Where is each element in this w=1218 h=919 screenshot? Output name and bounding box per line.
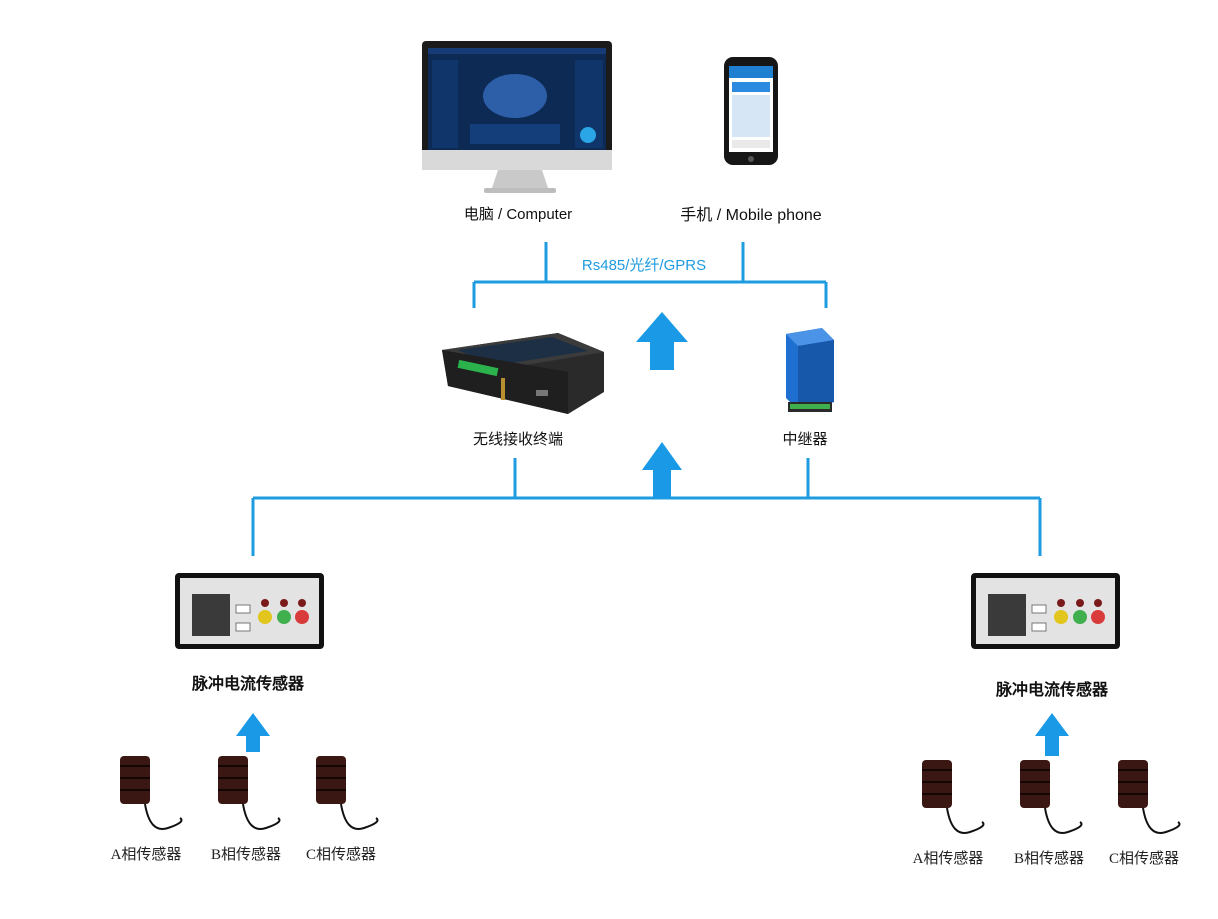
phase-c-right-label: C相传感器 (1108, 851, 1180, 867)
phase-sensor-c-right-icon (1118, 760, 1181, 834)
phase-sensor-a-right-icon (922, 760, 985, 834)
terminal-label: 无线接收终端 (472, 431, 564, 448)
phase-sensor-c-left-icon (316, 756, 379, 830)
pulse-sensor-right-label: 脉冲电流传感器 (995, 682, 1109, 699)
phone-label: 手机 / Mobile phone (680, 207, 822, 224)
phase-a-right-label: A相传感器 (912, 851, 984, 867)
phase-sensor-b-left-icon (218, 756, 281, 830)
pulse-sensor-left-label: 脉冲电流传感器 (191, 676, 305, 693)
up-arrow-left (236, 713, 270, 752)
phase-c-left-label: C相传感器 (305, 847, 377, 863)
protocol-label: Rs485/光纤/GPRS (581, 257, 707, 274)
up-arrow-right (1035, 713, 1069, 756)
phase-b-left-label: B相传感器 (210, 847, 282, 863)
computer-label: 电脑 / Computer (463, 206, 573, 223)
phase-b-right-label: B相传感器 (1013, 851, 1085, 867)
up-arrow-middle (642, 442, 682, 498)
up-arrow-top (636, 312, 688, 370)
phase-sensor-b-right-icon (1020, 760, 1083, 834)
repeater-label: 中继器 (782, 431, 828, 448)
phase-a-left-label: A相传感器 (110, 847, 182, 863)
phase-sensor-a-left-icon (120, 756, 183, 830)
